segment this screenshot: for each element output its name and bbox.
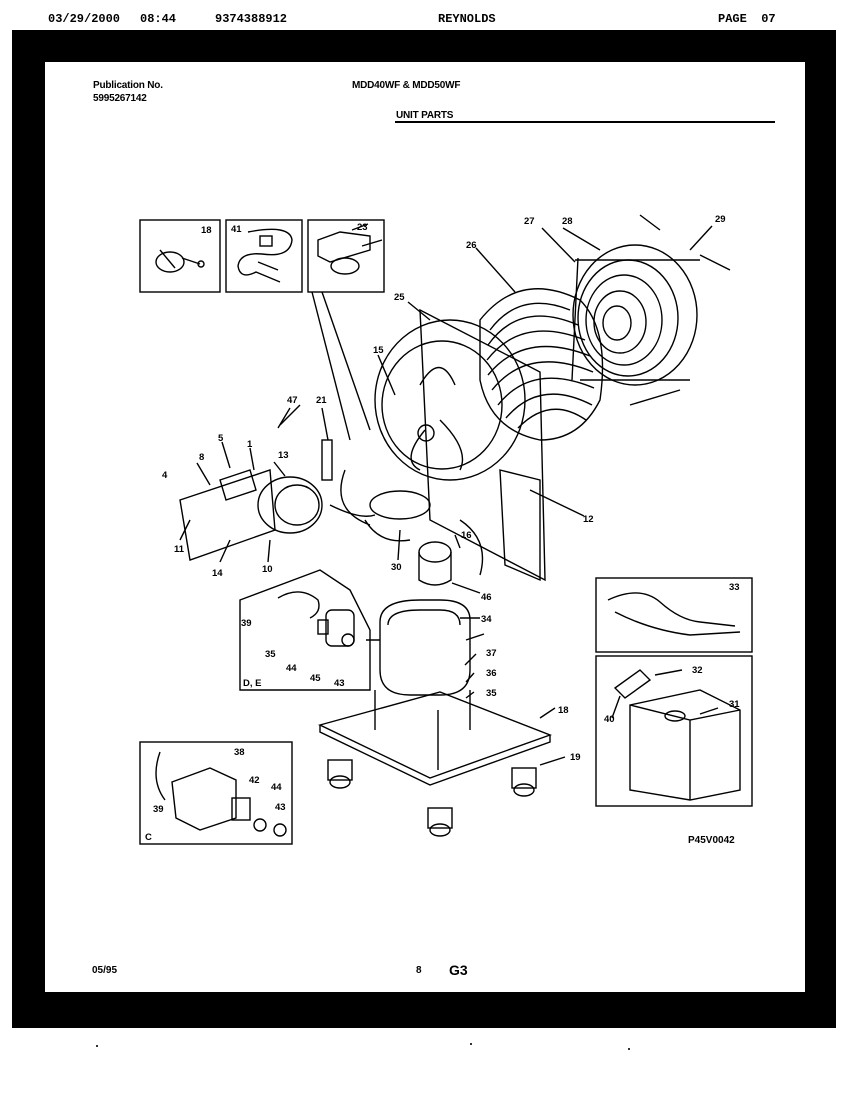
callout-44-de: 44 xyxy=(286,663,297,674)
callout-19: 19 xyxy=(570,752,581,763)
fax-date: 03/29/2000 xyxy=(48,12,121,26)
callout-11: 11 xyxy=(174,544,185,555)
model-numbers: MDD40WF & MDD50WF xyxy=(352,80,461,91)
callout-43-c: 43 xyxy=(275,802,286,813)
callout-29: 29 xyxy=(715,214,726,225)
callout-42: 42 xyxy=(249,775,260,786)
inset-c-relay xyxy=(139,741,293,845)
scan-speck xyxy=(470,1043,472,1045)
callout-39-de: 39 xyxy=(241,618,252,629)
callout-32: 32 xyxy=(692,665,703,676)
callout-43-de: 43 xyxy=(334,678,345,689)
figure-code: P45V0042 xyxy=(688,835,735,846)
page-number: 8 xyxy=(416,965,422,976)
inset-18-clamp xyxy=(139,219,221,293)
inset-23-switch xyxy=(307,219,385,293)
callout-26: 26 xyxy=(466,240,477,251)
callout-33: 33 xyxy=(729,582,740,593)
callout-25: 25 xyxy=(394,292,405,303)
callout-10: 10 xyxy=(262,564,273,575)
callout-37: 37 xyxy=(486,648,497,659)
callout-41: 41 xyxy=(231,224,242,235)
fax-sender: REYNOLDS xyxy=(438,12,496,26)
publication-number: 5995267142 xyxy=(93,93,147,104)
header-rule xyxy=(395,121,775,123)
callout-36: 36 xyxy=(486,668,497,679)
fax-page: PAGE 07 xyxy=(718,12,776,26)
callout-14: 14 xyxy=(212,568,223,579)
callout-31: 31 xyxy=(729,699,740,710)
callout-18-inset: 18 xyxy=(201,225,212,236)
callout-12: 12 xyxy=(583,514,594,525)
label-c: C xyxy=(145,832,152,843)
scan-speck xyxy=(96,1045,98,1047)
callout-39-c: 39 xyxy=(153,804,164,815)
inset-33-cord xyxy=(595,577,753,653)
callout-5: 5 xyxy=(218,433,224,444)
callout-1: 1 xyxy=(247,439,253,450)
callout-35-de: 35 xyxy=(265,649,276,660)
inset-31-32-40-cover xyxy=(595,655,753,807)
callout-16: 16 xyxy=(461,530,472,541)
scan-speck xyxy=(628,1048,630,1050)
callout-38: 38 xyxy=(234,747,245,758)
label-de: D, E xyxy=(243,678,261,689)
callout-45: 45 xyxy=(310,673,321,684)
callout-40: 40 xyxy=(604,714,615,725)
fax-phone: 9374388912 xyxy=(215,12,288,26)
callout-4: 4 xyxy=(162,470,168,481)
callout-28: 28 xyxy=(562,216,573,227)
fax-header: 03/29/2000 08:44 9374388912 REYNOLDS PAG… xyxy=(0,12,848,28)
callout-44-c: 44 xyxy=(271,782,282,793)
callout-35: 35 xyxy=(486,688,497,699)
callout-21: 21 xyxy=(316,395,327,406)
inset-de-overload xyxy=(239,569,371,691)
callout-18: 18 xyxy=(558,705,569,716)
callout-8: 8 xyxy=(199,452,204,463)
callout-13: 13 xyxy=(278,450,289,461)
callout-27: 27 xyxy=(524,216,535,227)
callout-15: 15 xyxy=(373,345,384,356)
callout-47: 47 xyxy=(287,395,298,406)
fax-time: 08:44 xyxy=(140,12,177,26)
publication-label: Publication No. xyxy=(93,80,163,91)
callout-30: 30 xyxy=(391,562,402,573)
callout-23-inset: 23 xyxy=(357,222,368,233)
date-code: 05/95 xyxy=(92,965,118,976)
callout-34: 34 xyxy=(481,614,492,625)
callout-46: 46 xyxy=(481,592,492,603)
sheet-code: G3 xyxy=(449,962,468,978)
inset-41-harness xyxy=(225,219,303,293)
parts-sheet xyxy=(45,62,805,992)
section-title: UNIT PARTS xyxy=(396,110,454,121)
